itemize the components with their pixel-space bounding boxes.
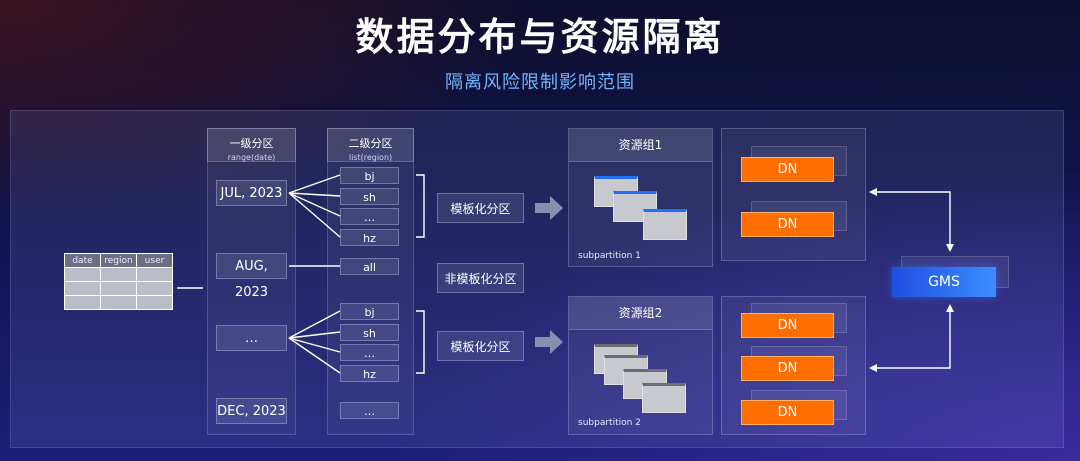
- table-cell: [100, 295, 137, 310]
- level2-header: 二级分区 list(region): [327, 128, 414, 162]
- connector-jul-bj: [288, 174, 341, 194]
- resource-group-2-title: 资源组2: [569, 297, 712, 330]
- connector-gms-dn-group-2: [876, 311, 951, 369]
- level1-column: [207, 128, 296, 435]
- level2-item-sh: sh: [340, 188, 399, 205]
- connector-ellipsis-hz: [288, 337, 341, 374]
- level1-item-dec: DEC, 2023: [216, 398, 287, 424]
- page-subtitle: 隔离风险限制影响范围: [445, 72, 635, 93]
- dn-node: DN: [741, 212, 834, 237]
- dn-group-1: [721, 128, 866, 261]
- level1-item-ellipsis: …: [216, 325, 287, 351]
- subpartition-1-label: subpartition 1: [578, 251, 641, 261]
- resource-group-1-title: 资源组1: [569, 129, 712, 162]
- arrow-right-icon: [535, 196, 563, 220]
- dn-node: DN: [741, 356, 834, 381]
- level2-item-ellipsis: …: [340, 344, 399, 361]
- connector-jul-sh: [288, 192, 341, 197]
- subpartition-window-icon: [643, 209, 687, 240]
- gms-node: GMS: [892, 267, 996, 297]
- arrow-head-left-icon: [869, 364, 877, 372]
- level2-item-bj: bj: [340, 303, 399, 320]
- level2-item-ellipsis: …: [340, 208, 399, 225]
- level2-item-sh: sh: [340, 324, 399, 341]
- level2-item-bj: bj: [340, 167, 399, 184]
- mode-non-templated: 非模板化分区: [437, 263, 524, 293]
- level1-item-jul: JUL, 2023: [216, 180, 287, 206]
- dn-node: DN: [741, 157, 834, 182]
- table-cell: [136, 267, 173, 282]
- arrow-head-left-icon: [869, 188, 877, 196]
- resource-group-1: 资源组1: [568, 128, 713, 267]
- connector-gms-dn-group-1: [876, 191, 951, 245]
- level2-subtitle: list(region): [348, 153, 393, 162]
- connector-jul-hz: [288, 192, 341, 238]
- level2-title: 二级分区: [348, 137, 393, 150]
- table-cell: [136, 295, 173, 310]
- mode-templated-1: 模板化分区: [437, 193, 524, 223]
- dn-node: DN: [741, 400, 834, 425]
- subpartition-window-icon: [642, 383, 686, 413]
- connector-jul-ellipsis: [288, 192, 341, 217]
- diagram-panel: [10, 110, 1064, 448]
- level1-item-aug: AUG, 2023: [216, 253, 287, 300]
- mode-templated-2: 模板化分区: [437, 331, 524, 361]
- arrow-right-icon: [535, 330, 563, 354]
- arrow-head-down-icon: [946, 244, 954, 252]
- connector-ellipsis-sh: [288, 331, 341, 339]
- arrow-head-up-icon: [946, 304, 954, 312]
- table-cell: [64, 281, 101, 296]
- level1-title: 一级分区: [229, 137, 274, 150]
- subpartition-2-label: subpartition 2: [578, 418, 641, 428]
- bracket-group-2: [416, 310, 425, 374]
- level2-item-ellipsis: …: [340, 402, 399, 419]
- dn-node: DN: [741, 313, 834, 338]
- table-cell: [100, 267, 137, 282]
- connector-ellipsis-bj: [288, 310, 341, 339]
- level2-item-hz: hz: [340, 365, 399, 382]
- table-cell: [136, 281, 173, 296]
- bracket-group-1: [416, 174, 425, 238]
- connector-ellipsis-ellipsis: [288, 337, 341, 353]
- level1-subtitle: range(date): [227, 153, 276, 162]
- table-cell: [64, 295, 101, 310]
- level1-header: 一级分区 range(date): [207, 128, 296, 162]
- level2-column: [327, 128, 414, 435]
- level2-item-hz: hz: [340, 229, 399, 246]
- level2-item-all: all: [340, 258, 399, 275]
- source-table: date region user: [64, 253, 173, 310]
- page-title: 数据分布与资源隔离: [355, 15, 725, 59]
